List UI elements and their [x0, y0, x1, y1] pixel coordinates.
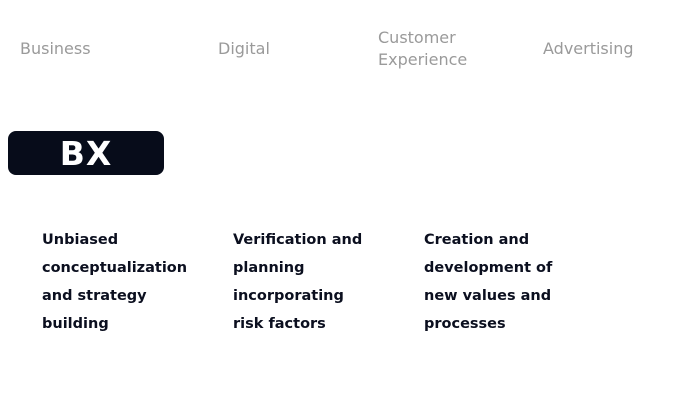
tab-business[interactable]: Business [20, 39, 91, 58]
feature-text-1: Unbiased conceptualization and strategy … [42, 232, 188, 332]
bx-badge: BX [8, 131, 164, 175]
tab-advertising[interactable]: Advertising [543, 39, 634, 58]
tab-digital[interactable]: Digital [218, 39, 270, 58]
feature-text-3: Creation and development of new values a… [424, 232, 553, 332]
tab-customer-experience[interactable]: Customer Experience [378, 28, 468, 69]
badge-label: BX [59, 133, 113, 173]
feature-text-2: Verification and planning incorporating … [233, 232, 363, 332]
